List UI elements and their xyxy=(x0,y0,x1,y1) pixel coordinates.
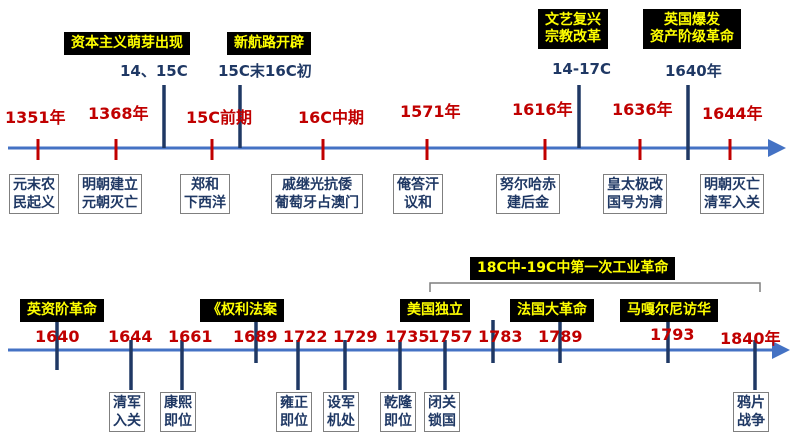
event-line: 锁国 xyxy=(428,413,456,429)
bottom-year-1729: 1729 xyxy=(333,327,378,346)
event-line: 俺答汗 xyxy=(397,177,439,193)
event-line: 乾隆 xyxy=(384,395,412,411)
event-line: 下西洋 xyxy=(184,195,226,211)
banner-english-bourgeois-revolution: 英资阶革命 xyxy=(20,299,104,322)
event-nurhaci-later-jin: 努尔哈赤 建后金 xyxy=(496,174,560,214)
banner-bill-of-rights: 《权利法案 xyxy=(200,299,284,322)
bottom-year-1689: 1689 xyxy=(233,327,278,346)
banner-renaissance-reformation: 文艺复兴 宗教改革 xyxy=(538,9,608,49)
top-axis-arrowhead xyxy=(768,139,786,157)
event-line: 元朝灭亡 xyxy=(82,195,138,211)
banner-english-revolution: 英国爆发 资产阶级革命 xyxy=(643,9,741,49)
label-1640-year: 1640年 xyxy=(665,62,722,80)
event-qi-jiguang-macau: 戚继光抗倭 葡萄牙占澳门 xyxy=(271,174,363,214)
event-line: 清军入关 xyxy=(704,195,760,211)
event-line: 即位 xyxy=(384,413,412,429)
bottom-year-1793: 1793 xyxy=(650,325,695,344)
label-14-15c: 14、15C xyxy=(120,62,188,80)
banner-french-revolution: 法国大革命 xyxy=(510,299,594,322)
bottom-year-1661: 1661 xyxy=(168,327,213,346)
event-line: 民起义 xyxy=(13,195,55,211)
event-line: 即位 xyxy=(280,413,308,429)
industrial-revolution-bracket xyxy=(429,282,761,292)
top-year-1636: 1636年 xyxy=(612,100,673,119)
bottom-year-1840: 1840年 xyxy=(720,329,781,348)
event-line: 郑和 xyxy=(191,177,219,193)
top-year-1644: 1644年 xyxy=(702,104,763,123)
top-year-1368: 1368年 xyxy=(88,104,149,123)
bottom-year-1722: 1722 xyxy=(283,327,328,346)
event-hong-taiji-qing: 皇太极改 国号为清 xyxy=(603,174,667,214)
event-altan-khan-peace: 俺答汗 议和 xyxy=(393,174,443,214)
event-qing-enters-pass: 清军 入关 xyxy=(109,392,145,432)
event-kangxi-enthroned: 康熙 即位 xyxy=(160,392,196,432)
bottom-year-1735: 1735 xyxy=(385,327,430,346)
event-line: 皇太极改 xyxy=(607,177,663,193)
event-line: 鸦片 xyxy=(737,395,765,411)
top-year-15c-early: 15C前期 xyxy=(186,108,253,127)
banner-new-sea-routes: 新航路开辟 xyxy=(227,32,311,55)
bottom-year-1757: 1757 xyxy=(428,327,473,346)
label-14-17c: 14-17C xyxy=(552,60,611,78)
event-line: 即位 xyxy=(164,413,192,429)
banner-english-rev-line1: 英国爆发 xyxy=(664,12,720,28)
event-line: 明朝灭亡 xyxy=(704,177,760,193)
event-line: 葡萄牙占澳门 xyxy=(275,195,359,211)
bottom-year-1640: 1640 xyxy=(35,327,80,346)
event-line: 设军 xyxy=(327,395,355,411)
event-zheng-he-voyages: 郑和 下西洋 xyxy=(180,174,230,214)
event-opium-war: 鸦片 战争 xyxy=(733,392,769,432)
event-line: 明朝建立 xyxy=(82,177,138,193)
event-line: 康熙 xyxy=(164,395,192,411)
event-line: 战争 xyxy=(737,413,765,429)
bottom-axis-arrowhead xyxy=(772,341,790,359)
banner-renaissance-line2: 宗教改革 xyxy=(545,29,601,45)
banner-english-rev-line2: 资产阶级革命 xyxy=(650,29,734,45)
event-line: 闭关 xyxy=(428,395,456,411)
banner-capitalism-sprouts: 资本主义萌芽出现 xyxy=(64,32,190,55)
event-line: 戚继光抗倭 xyxy=(282,177,352,193)
event-line: 议和 xyxy=(404,195,432,211)
event-yongzheng-enthroned: 雍正 即位 xyxy=(276,392,312,432)
event-yuan-peasant-uprising: 元末农 民起义 xyxy=(9,174,59,214)
event-line: 建后金 xyxy=(507,195,549,211)
banner-macartney-embassy: 马嘎尔尼访华 xyxy=(620,299,718,322)
banner-american-independence: 美国独立 xyxy=(400,299,470,322)
bottom-year-1783: 1783 xyxy=(478,327,523,346)
top-year-1351: 1351年 xyxy=(5,108,66,127)
bottom-year-1644: 1644 xyxy=(108,327,153,346)
label-15c-end-16c-start: 15C末16C初 xyxy=(218,62,312,80)
event-closed-door-policy: 闭关 锁国 xyxy=(424,392,460,432)
event-ming-falls: 明朝灭亡 清军入关 xyxy=(700,174,764,214)
event-line: 清军 xyxy=(113,395,141,411)
banner-industrial-revolution: 18C中-19C中第一次工业革命 xyxy=(470,257,676,280)
top-year-1571: 1571年 xyxy=(400,102,461,121)
banner-renaissance-line1: 文艺复兴 xyxy=(545,12,601,28)
event-line: 机处 xyxy=(327,413,355,429)
top-year-1616: 1616年 xyxy=(512,100,573,119)
event-line: 努尔哈赤 xyxy=(500,177,556,193)
event-grand-council: 设军 机处 xyxy=(323,392,359,432)
top-year-16c-mid: 16C中期 xyxy=(298,108,365,127)
event-ming-founded: 明朝建立 元朝灭亡 xyxy=(78,174,142,214)
bottom-year-1789: 1789 xyxy=(538,327,583,346)
event-qianlong-enthroned: 乾隆 即位 xyxy=(380,392,416,432)
event-line: 入关 xyxy=(113,413,141,429)
event-line: 国号为清 xyxy=(607,195,663,211)
event-line: 元末农 xyxy=(13,177,55,193)
event-line: 雍正 xyxy=(280,395,308,411)
